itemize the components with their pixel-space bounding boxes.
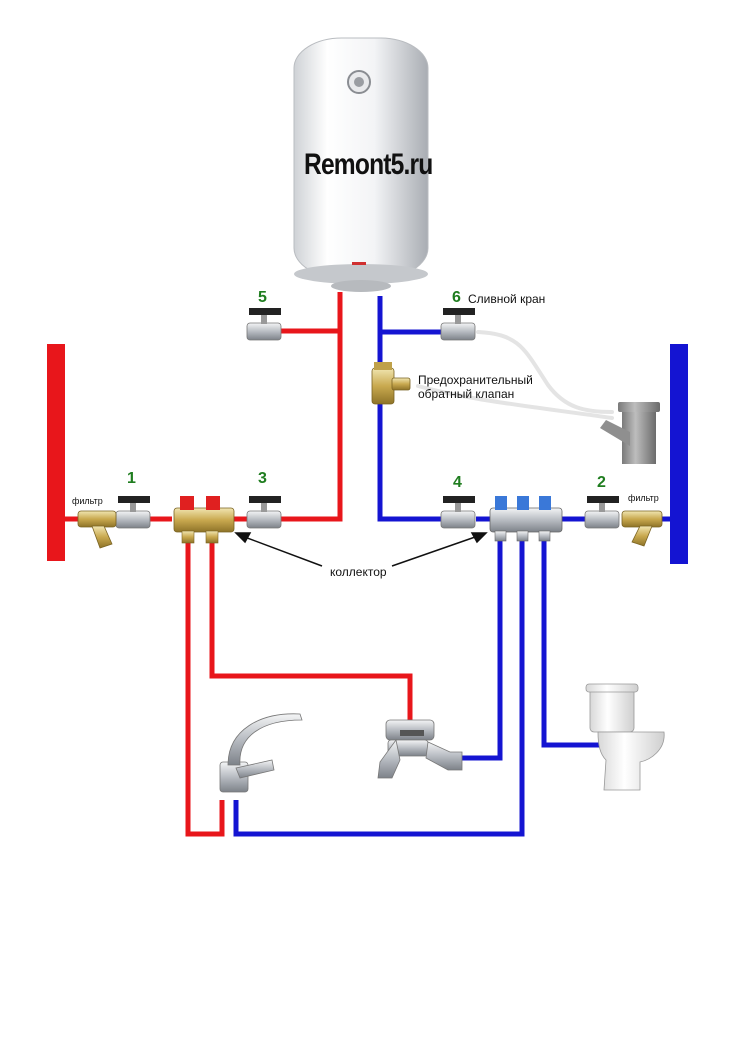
ball-valve-icon <box>246 308 282 341</box>
hot-water-pipes <box>150 292 413 837</box>
sewer-pipe-icon <box>600 402 660 464</box>
ball-valve-icon <box>440 496 476 529</box>
ball-valve-icon <box>115 496 151 529</box>
number-2: 2 <box>597 474 606 491</box>
watermark: Remont5.ru <box>304 148 433 181</box>
collector-icon <box>173 496 235 544</box>
ball-valve-icon <box>246 496 282 529</box>
filter-icon <box>77 510 117 549</box>
filter-label-right: фильтр <box>628 493 659 503</box>
drain-valve-label: Сливной кран <box>468 292 546 306</box>
safety-valve-label-line1: Предохранительный <box>418 373 533 387</box>
filter-label-left: фильтр <box>72 496 103 506</box>
number-1: 1 <box>127 470 136 487</box>
ball-valve-icon <box>440 308 476 341</box>
hot-main-riser <box>47 344 65 561</box>
sink-faucet-icon <box>219 713 303 793</box>
bath-mixer-icon <box>377 719 463 779</box>
water-heater-icon <box>293 37 429 292</box>
cold-water-pipes <box>233 296 672 837</box>
cold-main-riser <box>670 344 688 564</box>
filter-icon <box>621 510 663 547</box>
collector-label: коллектор <box>330 565 387 579</box>
drain-hose <box>416 330 614 420</box>
collector-arrows <box>234 532 488 567</box>
number-4: 4 <box>453 474 462 491</box>
collector-icon <box>489 496 563 542</box>
number-5: 5 <box>258 289 267 306</box>
number-3: 3 <box>258 470 267 487</box>
ball-valve-icon <box>584 496 620 529</box>
safety-valve-icon <box>371 362 411 405</box>
safety-valve-label-line2: обратный клапан <box>418 387 515 401</box>
toilet-icon <box>585 683 665 791</box>
number-6: 6 <box>452 289 461 306</box>
